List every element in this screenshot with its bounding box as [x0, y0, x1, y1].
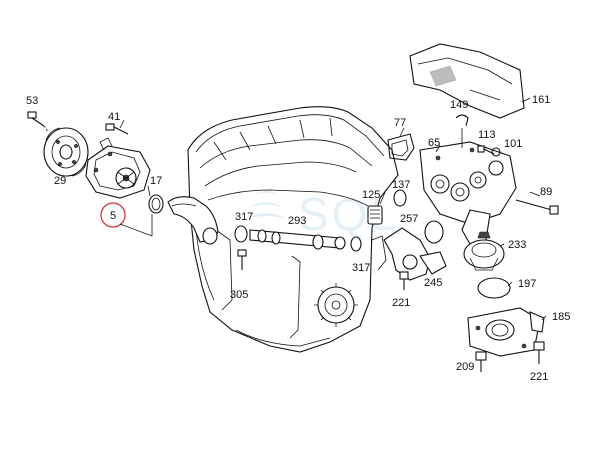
bolt-89-drawing	[515, 199, 559, 215]
label-221-bottom: 221	[530, 371, 548, 383]
coolant-pipe-elbow-drawing	[167, 196, 219, 245]
label-17: 17	[150, 175, 162, 187]
seal-137-drawing	[393, 189, 407, 207]
sensor-125-drawing	[367, 205, 383, 225]
leader-lines	[119, 97, 547, 321]
engine-block-drawing	[187, 106, 399, 353]
label-77: 77	[394, 117, 406, 129]
label-5: 5	[110, 210, 116, 222]
bolt-41-drawing	[105, 123, 129, 135]
label-257: 257	[400, 213, 418, 225]
label-161: 161	[532, 94, 550, 106]
label-65: 65	[428, 137, 440, 149]
cover-185-drawing	[467, 307, 545, 357]
water-pump-5-drawing	[85, 137, 151, 199]
label-221-top: 221	[392, 297, 410, 309]
bolt-209-drawing	[475, 351, 487, 372]
label-317-left: 317	[235, 211, 253, 223]
clip-149-drawing	[455, 114, 469, 148]
label-305: 305	[230, 289, 248, 301]
label-41: 41	[108, 111, 120, 123]
thermostat-housing-65-drawing	[419, 141, 517, 245]
label-209: 209	[456, 361, 474, 373]
label-113: 113	[478, 129, 496, 141]
label-185: 185	[552, 311, 570, 323]
label-89: 89	[540, 186, 552, 198]
label-29: 29	[54, 175, 66, 187]
seal-101-drawing	[491, 147, 501, 157]
gasket-77-drawing	[387, 133, 415, 161]
pulley-29-drawing	[43, 127, 89, 177]
gasket-17-drawing	[148, 194, 164, 214]
connector-245-drawing	[383, 227, 447, 281]
part-labels: 53 41 29 17 5 77 149 161 65 113 101 89 1…	[26, 94, 570, 383]
label-245: 245	[424, 277, 442, 289]
crank-pulley-drawing	[314, 283, 358, 327]
label-317-right: 317	[352, 262, 370, 274]
label-53: 53	[26, 95, 38, 107]
pipe-293-drawing	[234, 225, 362, 252]
label-137: 137	[392, 179, 410, 191]
label-149: 149	[450, 99, 468, 111]
ring-257-drawing	[424, 220, 444, 244]
bolt-305-drawing	[237, 249, 247, 270]
label-293: 293	[288, 215, 306, 227]
label-233: 233	[508, 239, 526, 251]
thermostat-233-drawing	[463, 231, 505, 271]
bolt-221b-drawing	[533, 341, 545, 364]
highlight-part-5	[100, 202, 153, 237]
bolt-53-drawing	[27, 111, 49, 133]
bolt-221a-drawing	[399, 271, 409, 290]
cover-161-drawing	[409, 43, 525, 119]
label-101: 101	[504, 138, 522, 150]
seal-197-drawing	[477, 277, 511, 299]
label-125: 125	[362, 189, 380, 201]
label-197: 197	[518, 278, 536, 290]
